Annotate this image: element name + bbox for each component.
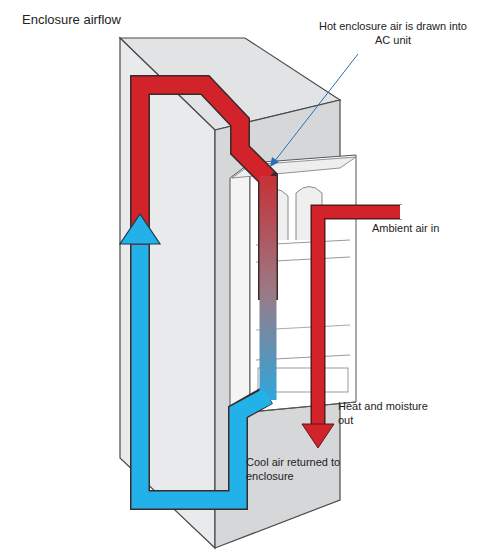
airflow-loop (140, 85, 268, 500)
ac-unit (230, 155, 356, 424)
diagram-title: Enclosure airflow (22, 12, 121, 28)
callout-label: Ambient air in (372, 222, 472, 236)
callout-label: Heat and moisture out (338, 400, 438, 428)
leader-line (270, 54, 358, 167)
flow-arrowhead (120, 214, 160, 244)
callout-label: Hot enclosure air is drawn into AC unit (318, 20, 468, 48)
callout-label: Cool air returned to enclosure (246, 456, 350, 484)
